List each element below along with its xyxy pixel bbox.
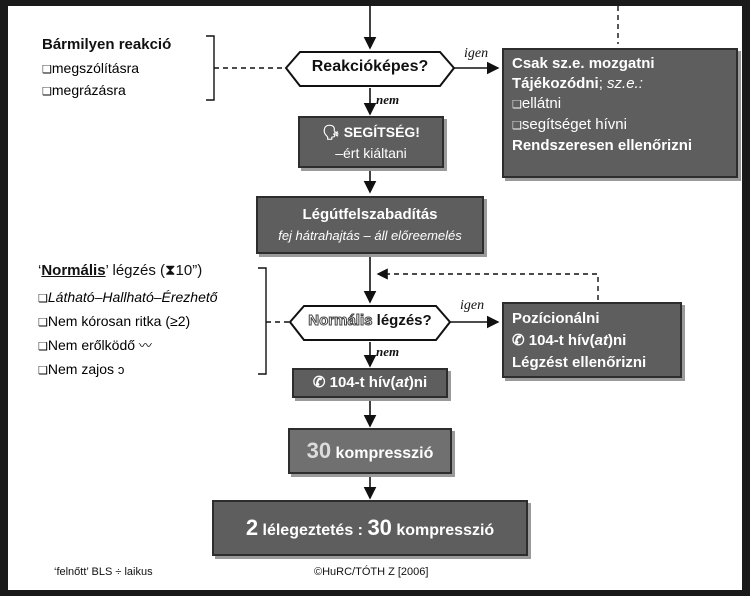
right-box-1-item: ❑segítséget hívni bbox=[512, 116, 627, 133]
phone-icon: ✆ bbox=[312, 374, 326, 391]
breaths-count: 2 bbox=[245, 515, 259, 540]
decision-1-yes: igen bbox=[464, 46, 489, 61]
right-box-1-line-5: Rendszeresen ellenőrizni bbox=[512, 137, 693, 154]
left-panel-1-title: Bármilyen reakció bbox=[42, 36, 172, 53]
breaths-label: lélegeztetés : bbox=[258, 522, 368, 539]
compression-box: 30 kompresszió bbox=[288, 428, 452, 474]
ear-icon: ↄ bbox=[117, 362, 125, 377]
phone-icon: ✆ bbox=[512, 332, 525, 349]
help-box-line-2: –ért kiáltani bbox=[335, 145, 407, 161]
decision-2-no: nem bbox=[376, 344, 400, 359]
dashed-feedback-loop bbox=[376, 268, 599, 300]
right-box-2-line-2: ✆ 104-t hív(at)ni bbox=[512, 332, 627, 349]
list-item: ❑Nem kórosan ritka (≥2) bbox=[38, 313, 191, 329]
final-box: 2 lélegeztetés : 30 kompresszió bbox=[212, 500, 528, 556]
decision-2-label: Normális légzés? bbox=[308, 312, 432, 330]
footer-left: ‘felnőtt’ BLS ÷ laikus bbox=[54, 566, 153, 578]
decision-2-shape bbox=[288, 305, 452, 341]
right-box-1-line-2: Tájékozódni; sz.e.: bbox=[512, 75, 643, 92]
right-box-2-line-1: Pozícionálni bbox=[512, 310, 600, 327]
footer-right: ©HuRC/TÓTH Z [2006] bbox=[314, 566, 429, 578]
decision-2-yes: igen bbox=[460, 298, 485, 313]
right-box-2: Pozícionálni ✆ 104-t hív(at)ni Légzést e… bbox=[502, 302, 682, 378]
right-box-2-line-3: Légzést ellenőrizni bbox=[512, 354, 647, 371]
bracket-2 bbox=[258, 267, 267, 375]
help-box: 🗣 SEGÍTSÉG! –ért kiáltani bbox=[298, 116, 444, 168]
list-item: ❑Látható–Hallható–Érezhető bbox=[38, 289, 218, 305]
list-item: ❑megszólításra bbox=[42, 60, 140, 76]
left-panel-1-list: ❑megszólításra ❑megrázásra bbox=[42, 58, 139, 102]
compression-count: 30 bbox=[306, 438, 332, 463]
compression-label: kompresszió bbox=[331, 445, 434, 462]
speaker-icon: 🗣 bbox=[322, 124, 340, 140]
right-box-1-line-1: Csak sz.e. mozgatni bbox=[512, 55, 655, 72]
airway-box-subtitle: fej hátrahajtás – áll előreemelés bbox=[278, 228, 462, 243]
airway-box-title: Légútfelszabadítás bbox=[302, 206, 438, 223]
list-item: ❑Nem zajos ↄ bbox=[38, 361, 125, 377]
decision-1-no: nem bbox=[376, 92, 400, 107]
compressions-count: 30 bbox=[367, 515, 392, 540]
slide: Reakcióképes? igen nem Bármilyen reakció… bbox=[8, 6, 742, 590]
decision-1-shape bbox=[284, 51, 456, 87]
right-box-1: Csak sz.e. mozgatni Tájékozódni; sz.e.: … bbox=[502, 48, 738, 178]
right-box-1-item: ❑ellátni bbox=[512, 95, 562, 112]
list-item: ❑Nem erőlködő 〰 bbox=[38, 337, 152, 353]
compressions-label: kompresszió bbox=[391, 522, 495, 539]
flow-connectors bbox=[206, 6, 619, 500]
left-panel-2-list: ❑Látható–Hallható–Érezhető ❑Nem kórosan … bbox=[38, 286, 218, 382]
lungs-icon: 〰 bbox=[138, 338, 152, 353]
left-panel-2-title: ‘Normális’ légzés (⧗10”) bbox=[38, 262, 203, 279]
hourglass-icon: ⧗ bbox=[165, 262, 176, 279]
bracket-1 bbox=[206, 35, 215, 101]
list-item: ❑megrázásra bbox=[42, 82, 126, 98]
airway-box: Légútfelszabadítás fej hátrahajtás – áll… bbox=[256, 196, 484, 254]
help-box-line-1: 🗣 SEGÍTSÉG! bbox=[322, 124, 420, 140]
call-box: ✆ 104-t hív(at)ni bbox=[292, 368, 448, 398]
decision-1-label: Reakcióképes? bbox=[311, 58, 429, 75]
